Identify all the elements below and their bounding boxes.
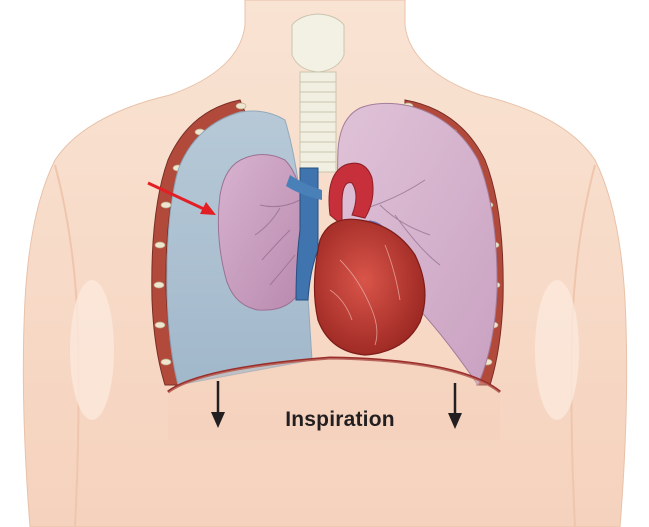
- trachea: [292, 14, 344, 172]
- left-arm-highlight: [70, 280, 114, 420]
- right-arm-highlight: [535, 280, 579, 420]
- inspiration-label: Inspiration: [270, 408, 410, 432]
